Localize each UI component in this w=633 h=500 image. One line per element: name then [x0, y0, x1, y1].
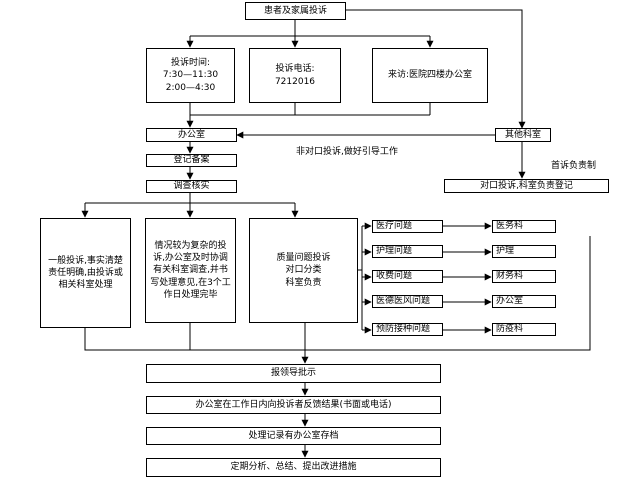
node-ethics-issue: 医德医风问题 [372, 295, 443, 308]
node-complaint-phone: 投诉电话: 7212016 [249, 48, 341, 103]
node-complex-complaint: 情况较为复杂的投诉,办公室及时协调有关科室调查,并书写处理意见,在3个工作日处理… [145, 218, 236, 323]
node-visit-office: 来访:医院四楼办公室 [372, 48, 488, 103]
node-office: 办公室 [146, 128, 237, 142]
node-patient-complaint: 患者及家属投诉 [245, 2, 346, 20]
node-medical-issue: 医疗问题 [372, 220, 443, 233]
node-other-dept: 其他科室 [495, 128, 551, 142]
node-nursing-dept: 护理 [492, 245, 556, 258]
node-review: 定期分析、总结、提出改进措施 [146, 458, 441, 477]
node-register: 登记备案 [146, 154, 237, 167]
label-non-dept: 非对口投诉,做好引导工作 [296, 147, 398, 157]
node-complaint-time: 投诉时间: 7:30—11:30 2:00—4:30 [146, 48, 235, 103]
node-office-dept: 办公室 [492, 295, 556, 308]
node-archive: 处理记录有办公室存档 [146, 427, 441, 445]
node-dept-register: 对口投诉,科室负责登记 [444, 179, 609, 193]
connector-depts-merge [305, 236, 591, 351]
node-feedback: 办公室在工作日内向投诉者反馈结果(书面或电话) [146, 396, 441, 414]
node-nursing-issue: 护理问题 [372, 245, 443, 258]
node-finance-dept: 财务科 [492, 270, 556, 283]
node-quality-complaint: 质量问题投诉 对口分类 科室负责 [249, 218, 358, 323]
node-fees-issue: 收费问题 [372, 270, 443, 283]
label-first-resp: 首诉负责制 [551, 161, 597, 171]
node-leader-approval: 报领导批示 [146, 364, 441, 383]
connector-source-to-other [346, 9, 526, 129]
node-vaccine-issue: 预防接种问题 [372, 323, 443, 336]
node-investigate: 调查核实 [146, 180, 237, 193]
node-epidemic-dept: 防疫科 [492, 323, 556, 336]
connector-general-merge [84, 328, 305, 351]
node-general-complaint: 一般投诉,事实清楚责任明确,由投诉或相关科室处理 [40, 218, 131, 328]
node-medical-dept: 医务科 [492, 220, 556, 233]
